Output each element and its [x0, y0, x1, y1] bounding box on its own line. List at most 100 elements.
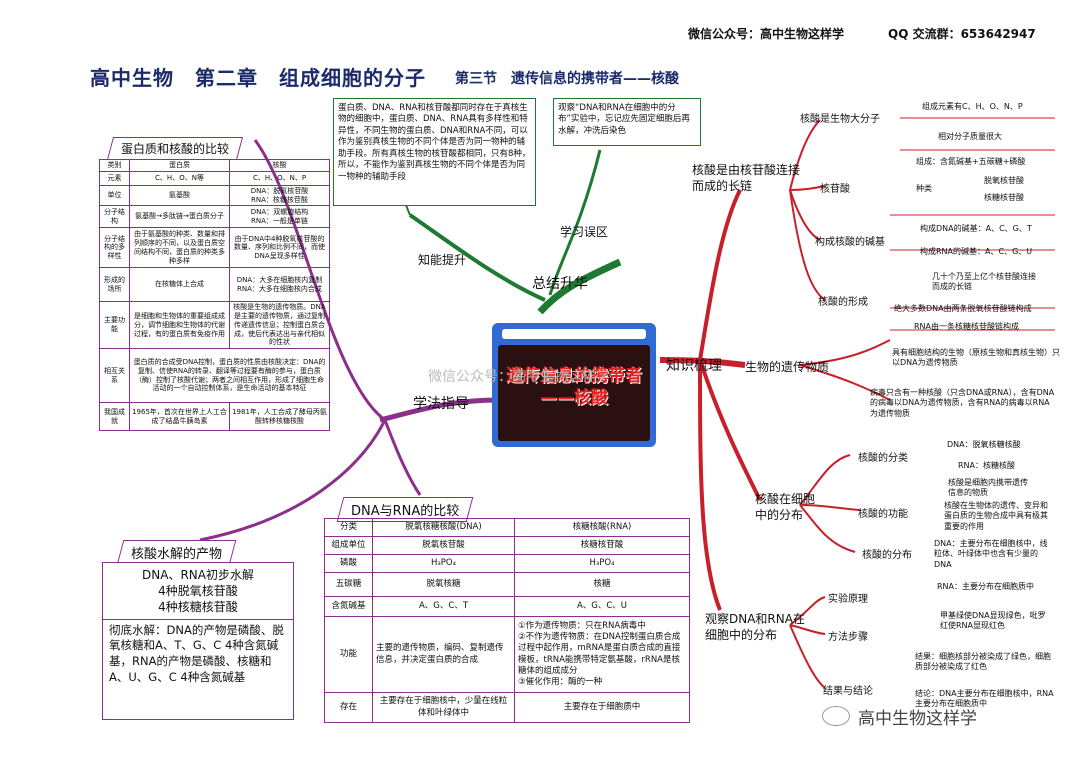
table-cell: H₃PO₄: [514, 554, 690, 573]
table-cell: ①作为遗传物质：只在RNA病毒中 ②不作为遗传物质：在DNA控制蛋白质合成过程中…: [514, 616, 690, 693]
leaf-rna-location: RNA：主要分布在细胞质中: [937, 582, 1035, 591]
table-row: 单位 氨基酸 DNA：脱氧核苷酸 RNA：核糖核苷酸: [99, 184, 330, 207]
table-cell: 形成的场所: [99, 267, 130, 303]
center-watermark: 微信公众号：高中生物这样学: [428, 369, 610, 385]
leaf-carrier: 核酸是细胞内携带遗传信息的物质: [948, 478, 1028, 498]
table-row: 五碳糖 脱氧核糖 核糖: [324, 572, 690, 597]
table-cell: 脱氧核糖: [372, 572, 515, 597]
table-cell: 核糖: [514, 572, 690, 597]
branch-distribution: 核酸在细胞中的分布: [755, 492, 816, 522]
table-cell: C、H、O、N、P: [229, 170, 330, 186]
table-cell: 功能: [324, 616, 373, 693]
leaf-ribonucleotide: 核糖核苷酸: [984, 193, 1024, 202]
table-cell: 1965年，首次在世界上人工合成了结晶牛胰岛素: [129, 402, 230, 431]
center-card: 遗传信息的携带者——核酸: [492, 323, 656, 447]
table-cell: 由于氨基酸的种类、数量和排列顺序的不同，以及蛋白质空间结构不同，蛋白质的种类多种…: [129, 227, 230, 269]
knowledge-note: 蛋白质、DNA、RNA和核苷酸都同时存在于真核生物的细胞中，蛋白质、DNA、RN…: [333, 98, 536, 206]
table-cell: 核酸是生物的遗传物质。DNA是主要的遗传物质，通过复制传递遗传信息；控制蛋白质合…: [229, 301, 330, 349]
table-cell: 在核糖体上合成: [129, 267, 230, 303]
leaf-stains: 甲基绿使DNA显现绿色，吡罗红使RNA显现红色: [940, 611, 1046, 631]
node-distribution: 核酸的分布: [862, 550, 912, 561]
table-row: 分子结构的多样性 由于氨基酸的种类、数量和排列顺序的不同，以及蛋白质空间结构不同…: [99, 227, 330, 269]
node-principle: 实验原理: [828, 594, 868, 605]
table-cell: 是细胞和生物体的重要组成成分，调节细胞和生物体的代谢过程，有的蛋白质有免疫作用: [129, 301, 230, 349]
table-cell: 主要的遗传物质，编码、复制遗传信息，并决定蛋白质的合成: [372, 616, 515, 693]
table-cell: 氨基酸→多肽链→蛋白质分子: [129, 205, 230, 229]
node-macromolecule: 核酸是生物大分子: [800, 114, 880, 125]
leaf-rna-strand: RNA由一条核糖核苷酸链构成: [914, 322, 1020, 331]
method-label: 学法指导: [413, 396, 469, 412]
table-row: 形成的场所 在核糖体上合成 DNA：大多在细胞核内复制 RNA：大多在细胞核内合…: [99, 267, 330, 303]
node-nucleotide: 核苷酸: [820, 184, 850, 195]
table-cell: DNA：双螺旋结构 RNA：一般是单链: [229, 205, 330, 229]
leaf-dna-name: DNA：脱氧核糖核酸: [947, 440, 1021, 449]
table-header-cell: 分类: [324, 518, 373, 537]
leaf-rna-bases: 构成RNA的碱基：A、C、G、U: [920, 247, 1033, 256]
table-cell: 氨基酸: [129, 184, 230, 207]
table-cell: DNA：脱氧核苷酸 RNA：核糖核苷酸: [229, 184, 330, 207]
leaf-result: 结果：细胞核部分被染成了绿色，细胞质部分被染成了红色: [915, 652, 1051, 672]
node-bases: 构成核酸的碱基: [815, 237, 885, 248]
table-cell: 由于DNA中4种脱氧核苷酸的数量、序列和比例不同，而使DNA呈现多样性: [229, 227, 330, 269]
table-cell: 磷酸: [324, 554, 373, 573]
table-cell: 单位: [99, 184, 130, 207]
table-cell: 蛋白质的合成受DNA控制，蛋白质的性质由核酸决定：DNA的复制、信使RNA的转录…: [129, 348, 330, 403]
table-cell: 含氮碱基: [324, 596, 373, 617]
hydrolysis-line2: 4种脱氧核苷酸: [158, 584, 238, 599]
branch-genetic-material: 生物的遗传物质: [745, 360, 830, 374]
table-cell: C、H、O、N等: [129, 170, 230, 186]
leaf-viruses: 病毒只含有一种核酸（只含DNA或RNA），含有DNA的病毒以DNA为遗传物质，含…: [870, 388, 1055, 418]
table-cell: 1981年，人工合成了酵母丙氨酸转移核糖核酸: [229, 402, 330, 431]
misconception-note: 观察“DNA和RNA在细胞中的分布”实验中，忘记应先固定细胞后再水解，冲洗后染色: [553, 98, 701, 146]
table-cell: 分子结构的多样性: [99, 227, 130, 269]
node-results: 结果与结论: [823, 686, 873, 697]
table-header-row: 类别 蛋白质 核酸: [99, 159, 330, 172]
table-header-cell: 核糖核酸(RNA): [514, 518, 690, 537]
table-row: 存在 主要存在于细胞核中，少量在线粒体和叶绿体中 主要存在于细胞质中: [324, 692, 690, 723]
table-row: 元素 C、H、O、N等 C、H、O、N、P: [99, 170, 330, 186]
node-function: 核酸的功能: [858, 509, 908, 520]
summary-label: 总结升华: [532, 276, 588, 292]
node-classification: 核酸的分类: [858, 453, 908, 464]
table-cell: 存在: [324, 692, 373, 723]
table-cell: 主要功能: [99, 301, 130, 349]
leaf-elements: 组成元素有C、H、O、N、P: [922, 102, 1023, 111]
leaf-dna-strands: 绝大多数DNA由两条脱氧核苷酸链构成: [894, 304, 1032, 313]
branch-nucleotide-chain: 核酸是由核苷酸连接而成的长链: [692, 163, 801, 193]
table-header-cell: 核酸: [229, 159, 330, 172]
table-cell: 相互关系: [99, 348, 130, 403]
table-cell: 主要存在于细胞核中，少量在线粒体和叶绿体中: [372, 692, 515, 723]
table-cell: 主要存在于细胞质中: [514, 692, 690, 723]
table-cell: 五碳糖: [324, 572, 373, 597]
page-title: 高中生物 第二章 组成细胞的分子: [90, 66, 426, 90]
knowledge-review-label: 知识梳理: [666, 358, 722, 374]
table-cell: 脱氧核苷酸: [372, 536, 515, 555]
table-cell: A、G、C、U: [514, 596, 690, 617]
leaf-composition: 组成：含氮碱基+五碳糖+磷酸: [916, 157, 1026, 166]
leaf-role: 核酸在生物体的遗传、变异和蛋白质的生物合成中具有极其重要的作用: [944, 501, 1048, 531]
protein-compare-title: 蛋白质和核酸的比较: [106, 137, 244, 160]
table-row: 分子结构 氨基酸→多肽链→蛋白质分子 DNA：双螺旋结构 RNA：一般是单链: [99, 205, 330, 229]
footer-watermark: 高中生物这样学: [858, 709, 977, 729]
leaf-mass: 相对分子质量很大: [938, 132, 1002, 141]
leaf-dna-location: DNA：主要分布在细胞核中，线粒体、叶绿体中也含有少量的DNA: [934, 539, 1048, 569]
table-header-cell: 蛋白质: [129, 159, 230, 172]
hydrolysis-line1: DNA、RNA初步水解: [142, 568, 254, 582]
hydrolysis-box: DNA、RNA初步水解 4种脱氧核苷酸 4种核糖核苷酸 彻底水解：DNA的产物是…: [102, 562, 294, 720]
hydrolysis-full: 彻底水解：DNA的产物是磷酸、脱氧核糖和A、T、G、C 4种含氮碱基，RNA的产…: [103, 618, 293, 686]
table-cell: 组成单位: [324, 536, 373, 555]
table-row: 组成单位 脱氧核苷酸 核糖核苷酸: [324, 536, 690, 555]
table-cell: A、G、C、T: [372, 596, 515, 617]
table-row: 磷酸 H₃PO₄ H₃PO₄: [324, 554, 690, 573]
branch-observation: 观察DNA和RNA在细胞中的分布: [705, 612, 805, 642]
table-cell: 分子结构: [99, 205, 130, 229]
table-header-row: 分类 脱氧核糖核酸(DNA) 核糖核酸(RNA): [324, 518, 690, 537]
table-header-cell: 类别: [99, 159, 130, 172]
qq-group: QQ 交流群：653642947: [888, 27, 1036, 41]
hydrolysis-line3: 4种核糖核苷酸: [158, 600, 238, 615]
table-cell: 我国成就: [99, 402, 130, 431]
table-row: 相互关系 蛋白质的合成受DNA控制，蛋白质的性质由核酸决定：DNA的复制、信使R…: [99, 348, 330, 403]
table-row: 功能 主要的遗传物质，编码、复制遗传信息，并决定蛋白质的合成 ①作为遗传物质：只…: [324, 616, 690, 693]
dna-rna-table: 分类 脱氧核糖核酸(DNA) 核糖核酸(RNA) 组成单位 脱氧核苷酸 核糖核苷…: [324, 518, 690, 723]
wechat-account: 微信公众号：高中生物这样学: [688, 27, 845, 41]
